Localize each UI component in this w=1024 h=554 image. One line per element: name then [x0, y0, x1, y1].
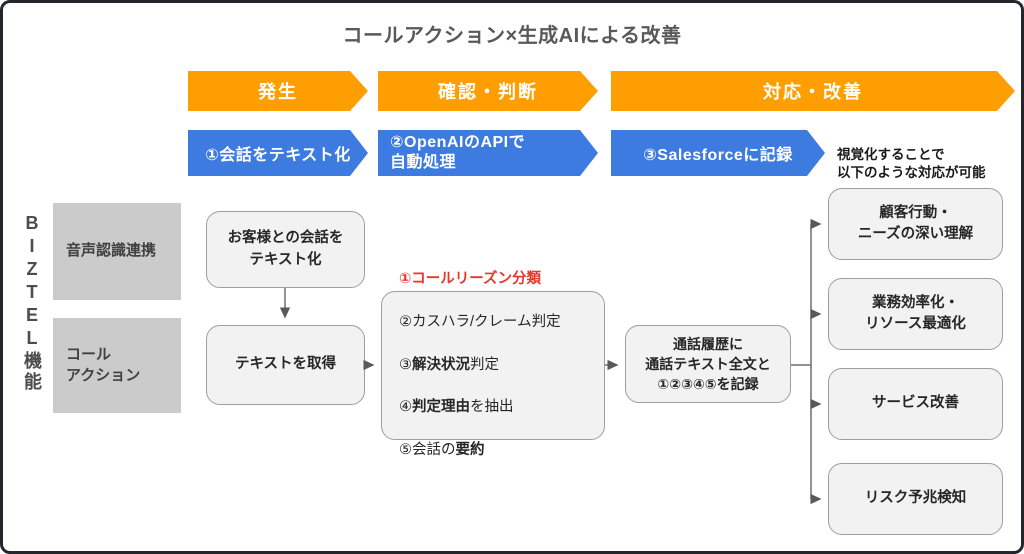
text-segment: ⑤会話の [399, 442, 456, 459]
node-record-call-history: 通話履歴に 通話テキスト全文と ①②③④⑤を記録 [625, 325, 791, 403]
result-box-service-improvement: サービス改善 [828, 368, 1003, 440]
stage-arrow-label: 発生 [258, 82, 298, 102]
result-box-customer-insight: 顧客行動・ ニーズの深い理解 [828, 188, 1003, 260]
result-box-efficiency: 業務効率化・ リソース最適化 [828, 278, 1003, 350]
node-get-text: テキストを取得 [206, 325, 365, 405]
text-segment: ②カスハラ/クレーム判定 [399, 313, 561, 330]
visualization-note: 視覚化することで 以下のような対応が可能 [837, 147, 986, 181]
stage-arrow-confirm-judge: 確認・判断 [378, 71, 598, 111]
node-transcribe-conversation: お客様との会話を テキスト化 [206, 211, 365, 288]
process-item-summary: ⑤会話の要約 [399, 440, 561, 462]
text-segment: 判定 [470, 356, 499, 373]
result-box-risk-detection: リスク予兆検知 [828, 463, 1003, 535]
text-segment: 要約 [455, 442, 485, 459]
process-item-resolution-status: ③解決状況判定 [399, 355, 561, 377]
step-arrow-label: ①会話をテキスト化 [205, 147, 351, 164]
feature-box-speech-recognition: 音声認識連携 [53, 203, 181, 300]
stage-arrow-respond-improve: 対応・改善 [611, 71, 1015, 111]
diagram-title: コールアクション×生成AIによる改善 [342, 25, 682, 47]
process-item-judgment-reason: ④判定理由を抽出 [399, 397, 561, 419]
stage-arrow-label: 対応・改善 [763, 82, 863, 102]
step-arrow-label: ②OpenAIのAPIで 自動処理 [390, 134, 526, 171]
text-segment: ③ [399, 356, 412, 373]
biztel-side-label: BIZTEL機能 [22, 213, 42, 393]
process-item-call-reason: ①コールリーズン分類 [399, 269, 561, 291]
step-arrow-openai-api: ②OpenAIのAPIで 自動処理 [378, 130, 598, 176]
step-arrow-salesforce: ③Salesforceに記録 [611, 130, 825, 176]
step-arrow-label: ③Salesforceに記録 [643, 147, 793, 164]
stage-arrow-label: 確認・判断 [438, 82, 538, 102]
stage-arrow-occurrence: 発生 [188, 71, 368, 111]
process-list: ①コールリーズン分類 ②カスハラ/クレーム判定 ③解決状況判定 ④判定理由を抽出… [399, 248, 561, 483]
text-segment: ①コールリーズン分類 [399, 271, 542, 288]
step-arrow-transcribe: ①会話をテキスト化 [188, 130, 368, 176]
feature-box-call-action: コール アクション [53, 318, 181, 413]
process-item-harassment-claim: ②カスハラ/クレーム判定 [399, 312, 561, 334]
branch-trunk-line [791, 224, 812, 499]
text-segment: 解決状況 [412, 356, 470, 373]
text-segment: ④ [399, 399, 412, 416]
text-segment: 判定理由 [412, 399, 470, 416]
node-ai-processing-list: ①コールリーズン分類 ②カスハラ/クレーム判定 ③解決状況判定 ④判定理由を抽出… [381, 271, 605, 458]
text-segment: を抽出 [470, 399, 514, 416]
